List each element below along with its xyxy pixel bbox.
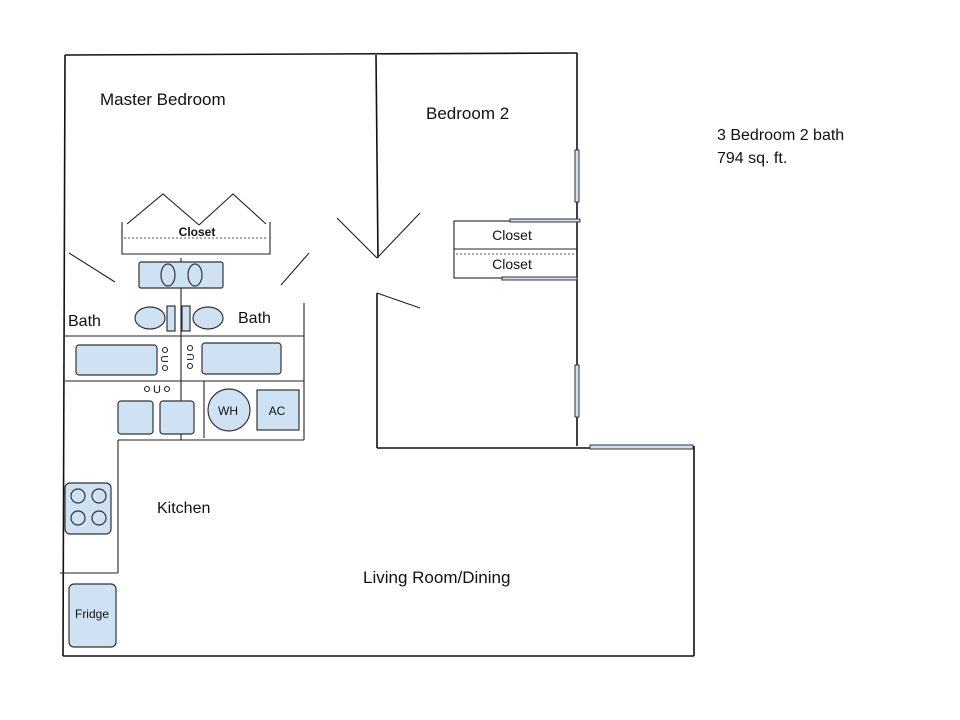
faucet-icon: U <box>153 384 161 396</box>
burner-icon <box>70 510 86 526</box>
burner-icon <box>91 510 107 526</box>
bedroom2-closets: Closet Closet <box>453 218 581 281</box>
windows <box>574 149 694 450</box>
room-label-kitchen: Kitchen <box>157 500 210 517</box>
window-bedroom2-lower <box>574 364 580 418</box>
plan-summary: 3 Bedroom 2 bath 794 sq. ft. <box>717 124 844 170</box>
water-heater-icon <box>207 388 251 432</box>
toilet-bowl-icon <box>134 306 166 330</box>
burner-icon <box>91 488 107 504</box>
ac-unit-icon <box>256 389 300 431</box>
plan-summary-area: 794 sq. ft. <box>717 150 788 167</box>
burner-icon <box>70 488 86 504</box>
bathtub-left-icon <box>75 344 158 376</box>
toilet-tank-icon <box>166 305 176 332</box>
master-closet: Closet <box>121 193 271 255</box>
room-label-living-dining: Living Room/Dining <box>363 568 510 587</box>
sink-icon <box>160 263 176 287</box>
closet-label-bedroom2-lower: Closet <box>492 256 532 272</box>
interior-walls <box>60 54 590 574</box>
toilet-tank-icon <box>181 305 191 332</box>
bathtub-right-icon <box>201 342 282 375</box>
window-bedroom2-upper <box>574 149 580 203</box>
room-label-bath-right: Bath <box>238 310 271 327</box>
vanity-counter <box>138 261 224 289</box>
room-label-bedroom-2: Bedroom 2 <box>426 104 509 123</box>
closet-label-bedroom2-upper: Closet <box>492 227 532 243</box>
toilet-bowl-icon <box>192 306 224 330</box>
faucet-icon: U <box>186 353 197 360</box>
exterior-walls <box>62 52 695 657</box>
water-heater-label: WH <box>218 404 238 418</box>
room-labels: Master Bedroom Bedroom 2 Kitchen Living … <box>100 90 510 587</box>
plan-summary-rooms: 3 Bedroom 2 bath <box>717 127 845 144</box>
kitchen-sink-basin-icon <box>159 400 195 435</box>
bathroom-fixtures: U U Bath Bath <box>68 261 282 376</box>
room-label-bath-left: Bath <box>68 313 101 330</box>
ac-unit-label: AC <box>269 404 286 418</box>
faucet-icon: U <box>158 355 169 362</box>
fridge-icon <box>68 583 117 648</box>
fridge-label: Fridge <box>75 607 109 621</box>
room-label-master-bedroom: Master Bedroom <box>100 90 226 109</box>
kitchen-sink-basin-icon <box>117 400 154 435</box>
closet-label-master: Closet <box>179 225 216 239</box>
window-living-room <box>589 444 694 450</box>
sink-icon <box>187 263 203 287</box>
door-swings <box>68 212 421 309</box>
kitchen-fixtures: U WH AC Fridge <box>64 384 300 648</box>
